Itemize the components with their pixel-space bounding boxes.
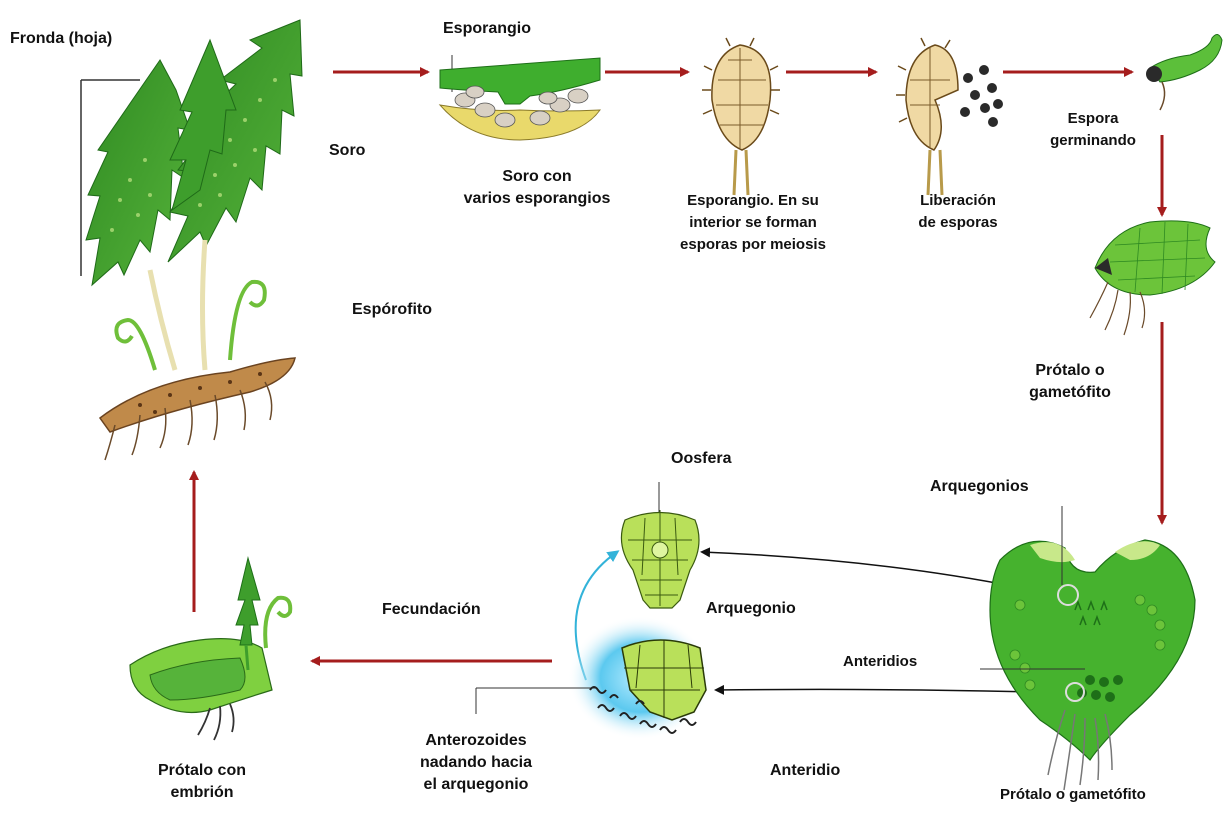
label-esporangio-desc-line1: Esporangio. En su: [660, 190, 846, 212]
label-fronda: Fronda (hoja): [10, 28, 112, 50]
label-arquegonios: Arquegonios: [930, 476, 1029, 498]
label-anterozoides: Anterozoides nadando hacia el arquegonio: [398, 730, 554, 796]
label-protalo-embrion-line2: embrión: [138, 782, 266, 804]
sporangium-illustration: [702, 38, 780, 195]
antheridium-with-sperm-illustration: [476, 616, 712, 740]
label-anterozoides-line1: Anterozoides: [398, 730, 554, 752]
label-liberacion-line1: Liberación: [895, 190, 1021, 212]
label-esporangio-top: Esporangio: [443, 18, 531, 40]
archegonium-illustration: [621, 482, 699, 608]
label-espora-germinando: Espora germinando: [1035, 108, 1151, 152]
label-esporofito: Espórofito: [352, 299, 432, 321]
sporangium-releasing-spores-illustration: [896, 38, 1003, 195]
sorus-cross-section-illustration: [440, 55, 600, 140]
label-protalo-gametofito-right-line1: Prótalo o: [1010, 360, 1130, 382]
germinating-spore-illustration: [1146, 34, 1222, 110]
label-soro-con-line2: varios esporangios: [455, 188, 619, 210]
young-prothallus-illustration: [1090, 221, 1215, 335]
label-esporangio-desc-line3: esporas por meiosis: [660, 234, 846, 256]
label-fecundacion: Fecundación: [382, 599, 481, 621]
label-espora-germinando-line1: Espora: [1035, 108, 1151, 130]
label-oosfera: Oosfera: [671, 448, 731, 470]
label-protalo-gametofito-bottom: Prótalo o gametófito: [1000, 784, 1146, 806]
label-liberacion-line2: de esporas: [895, 212, 1021, 234]
label-espora-germinando-line2: germinando: [1035, 130, 1151, 152]
label-arquegonio: Arquegonio: [706, 598, 796, 620]
heart-shaped-gametophyte-illustration: [980, 506, 1195, 790]
label-liberacion: Liberación de esporas: [895, 190, 1021, 234]
label-soro: Soro: [329, 140, 365, 162]
fern-sporophyte-illustration: [81, 20, 302, 460]
prothallus-with-embryo-illustration: [130, 558, 290, 740]
label-anteridios: Anteridios: [843, 651, 917, 673]
label-protalo-embrion: Prótalo con embrión: [138, 760, 266, 804]
label-esporangio-desc-line2: interior se forman: [660, 212, 846, 234]
label-anteridio: Anteridio: [770, 760, 840, 782]
label-soro-con: Soro con varios esporangios: [455, 166, 619, 210]
label-anterozoides-line2: nadando hacia: [398, 752, 554, 774]
label-anterozoides-line3: el arquegonio: [398, 774, 554, 796]
label-protalo-gametofito-right: Prótalo o gametófito: [1010, 360, 1130, 404]
label-protalo-gametofito-right-line2: gametófito: [1010, 382, 1130, 404]
label-soro-con-line1: Soro con: [455, 166, 619, 188]
label-esporangio-desc: Esporangio. En su interior se forman esp…: [660, 190, 846, 256]
label-protalo-embrion-line1: Prótalo con: [138, 760, 266, 782]
